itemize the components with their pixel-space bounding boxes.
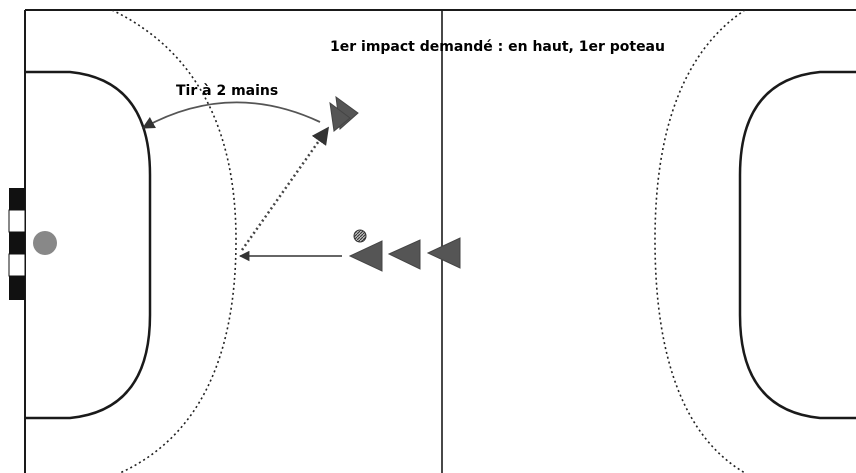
right-goal-area-line bbox=[738, 70, 856, 420]
left-goal-area-line bbox=[25, 70, 152, 420]
right-free-throw-line bbox=[654, 9, 746, 473]
goalkeeper-icon bbox=[33, 231, 57, 255]
player-triangle-icon-3 bbox=[426, 237, 461, 269]
player-triangle-icon-1 bbox=[348, 240, 383, 272]
player-triangle-icon-2 bbox=[387, 239, 421, 270]
left-goal bbox=[8, 188, 26, 300]
ball-icon bbox=[353, 229, 367, 243]
shot-trajectory-arrow bbox=[240, 126, 330, 251]
left-free-throw-line bbox=[111, 9, 237, 473]
shot-label: Tir à 2 mains bbox=[176, 83, 278, 99]
shot-curve-arrow bbox=[141, 101, 321, 129]
instruction-text: 1er impact demandé : en haut, 1er poteau bbox=[330, 39, 665, 55]
shooter-triangle-icon-2 bbox=[329, 101, 351, 132]
